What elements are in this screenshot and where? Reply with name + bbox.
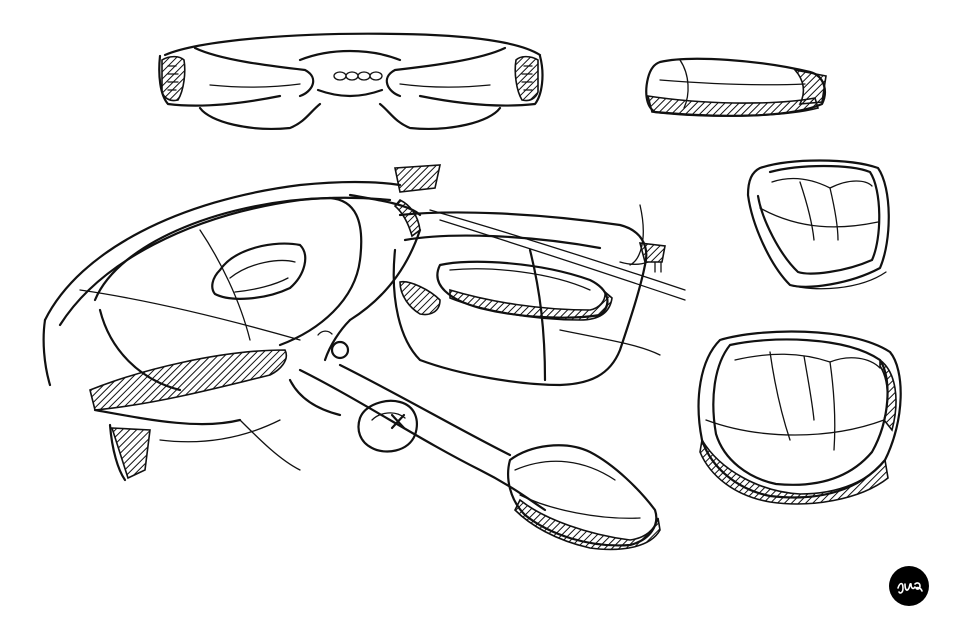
dashboard-top-view-sketch xyxy=(158,32,544,130)
armrest-cap-large-sketch xyxy=(697,330,902,505)
interior-perspective-sketch xyxy=(42,164,686,551)
armrest-cap-small-sketch xyxy=(746,159,890,290)
signature-mark-icon xyxy=(897,582,923,594)
steering-pod-sketch xyxy=(645,57,827,117)
artist-signature-logo xyxy=(889,566,929,606)
